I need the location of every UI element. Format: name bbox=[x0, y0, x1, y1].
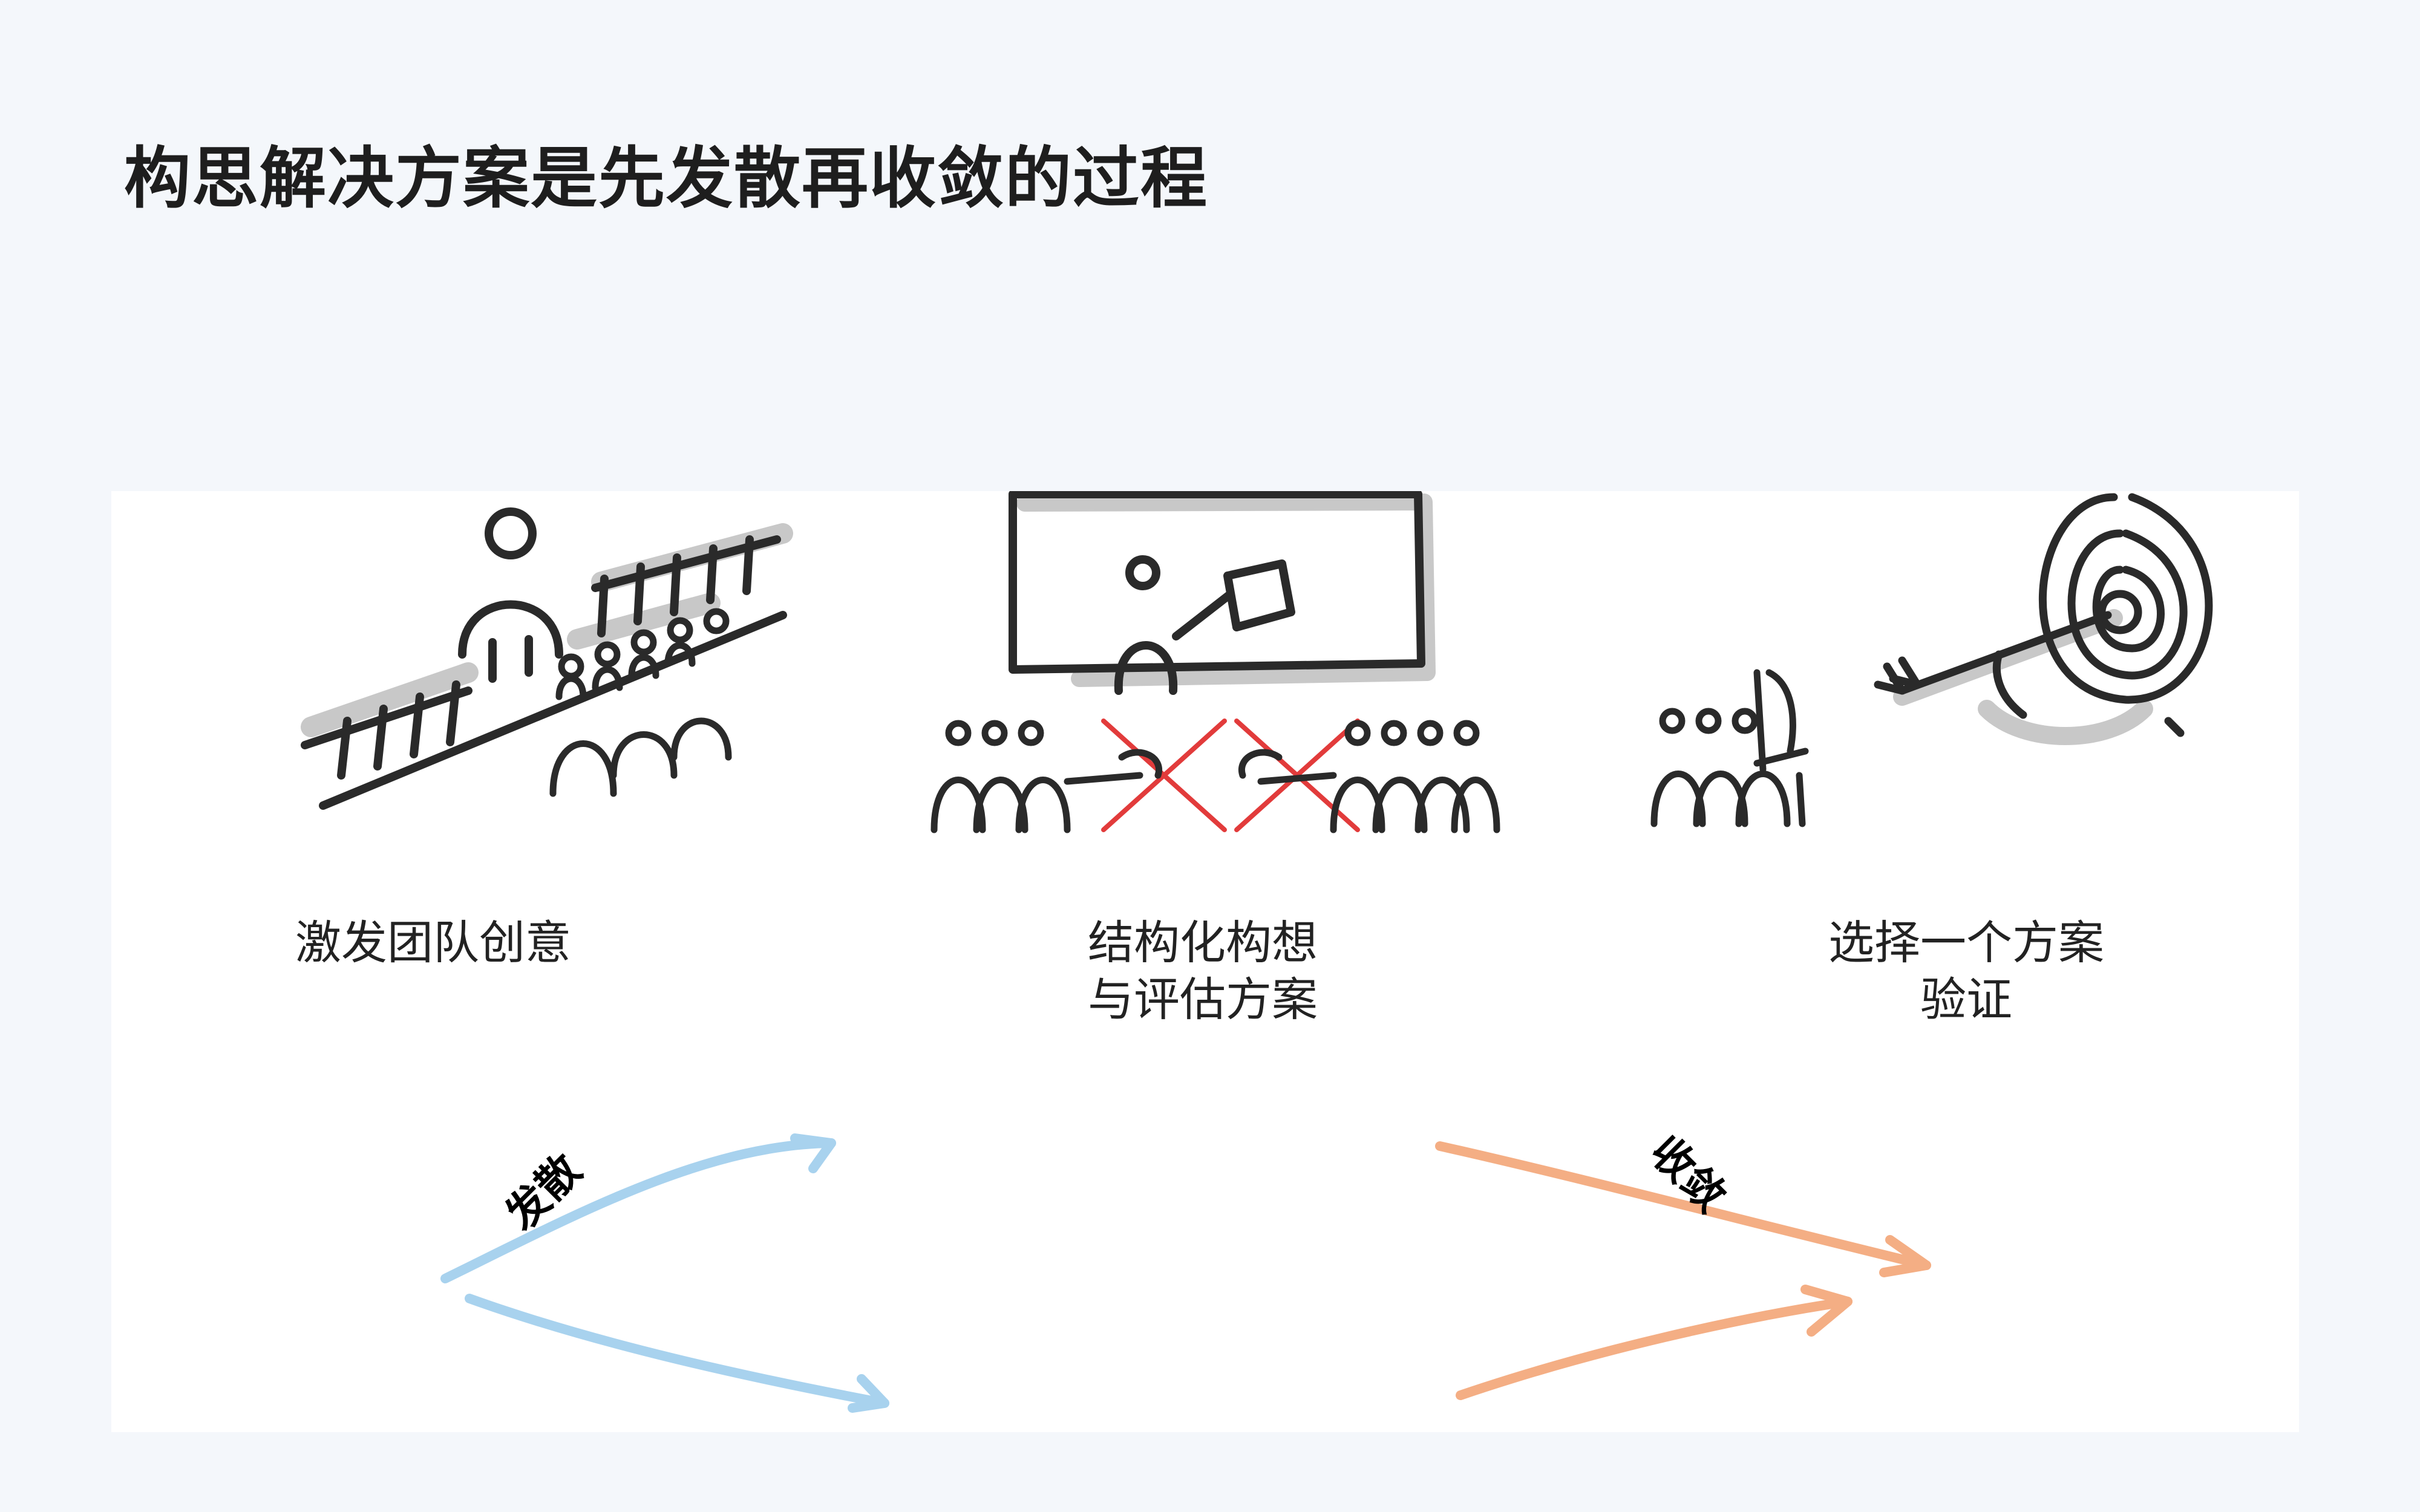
diverge-arrow-group bbox=[440, 1133, 889, 1413]
step-label-2-line1: 结构化构想 bbox=[1088, 916, 1318, 969]
converge-arrow-group bbox=[1435, 1141, 1931, 1400]
step-label-3: 选择一个方案 验证 bbox=[1694, 914, 2238, 1028]
whiteboard-presentation-icon bbox=[930, 491, 1500, 833]
step-label-2: 结构化构想 与评估方案 bbox=[930, 914, 1475, 1028]
step-label-3-line1: 选择一个方案 bbox=[1828, 916, 2104, 969]
diagram-panel: 激发团队创意 结构化构想 与评估方案 选择一个方案 验证 发散 收敛 bbox=[111, 491, 2299, 1432]
step-label-2-line2: 与评估方案 bbox=[1088, 973, 1318, 1026]
arrow-target-icon bbox=[1650, 493, 2213, 827]
diverge-arrows bbox=[440, 1133, 1931, 1413]
step-label-1-line1: 激发团队创意 bbox=[295, 916, 571, 969]
step-label-3-line2: 验证 bbox=[1920, 973, 2012, 1026]
step-label-1: 激发团队创意 bbox=[161, 914, 705, 971]
ladder-presenter-icon bbox=[301, 507, 793, 810]
page-title: 构思解决方案是先发散再收敛的过程 bbox=[124, 140, 1208, 217]
